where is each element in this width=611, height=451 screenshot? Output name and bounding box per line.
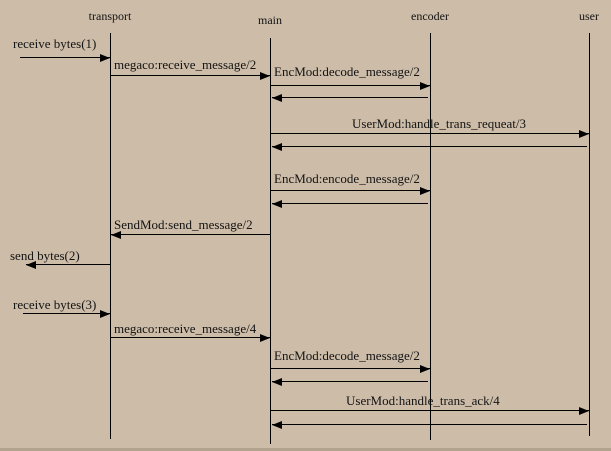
arrow-left-icon xyxy=(26,261,36,269)
lifeline-label-encoder: encoder xyxy=(411,9,449,23)
return-arrow xyxy=(272,424,587,425)
message-label: UserMod:handle_trans_requeat/3 xyxy=(352,116,527,131)
message-label: EncMod:encode_message/2 xyxy=(274,171,420,186)
message-arrow xyxy=(270,190,430,191)
lifeline-transport xyxy=(110,33,111,439)
return-arrow xyxy=(272,146,587,147)
message-label: megaco:receive_message/2 xyxy=(114,57,257,72)
arrow-right-icon xyxy=(260,334,270,342)
return-arrow xyxy=(272,97,428,98)
return-arrow xyxy=(272,203,428,204)
lifeline-label-user: user xyxy=(579,9,599,23)
arrow-right-icon xyxy=(579,407,589,415)
arrow-right-icon xyxy=(579,130,589,138)
message-label: SendMod:send_message/2 xyxy=(114,217,253,232)
arrow-right-icon xyxy=(420,365,430,373)
lifeline-label-transport: transport xyxy=(88,9,132,23)
arrow-left-icon xyxy=(272,143,282,151)
message-arrow xyxy=(110,337,270,338)
lifeline-main xyxy=(270,38,271,444)
arrow-right-icon xyxy=(100,310,110,318)
message-label: UserMod:handle_trans_ack/4 xyxy=(346,393,500,408)
message-arrow xyxy=(270,368,430,369)
arrow-right-icon xyxy=(420,187,430,195)
lifeline-label-main: main xyxy=(258,13,282,27)
arrow-left-icon xyxy=(272,200,282,208)
message-label: send bytes(2) xyxy=(10,248,80,263)
message-arrow xyxy=(20,57,110,58)
message-arrow xyxy=(23,313,110,314)
arrow-right-icon xyxy=(100,54,110,62)
arrow-left-icon xyxy=(272,94,282,102)
message-label: EncMod:decode_message/2 xyxy=(274,64,420,79)
arrow-right-icon xyxy=(420,82,430,90)
message-arrow xyxy=(110,75,270,76)
arrow-right-icon xyxy=(260,72,270,80)
message-arrow xyxy=(270,133,589,134)
message-label: receive bytes(3) xyxy=(13,297,97,312)
return-arrow xyxy=(272,381,428,382)
arrow-left-icon xyxy=(111,231,121,239)
message-arrow xyxy=(111,234,270,235)
message-label: receive bytes(1) xyxy=(13,36,97,51)
message-label: EncMod:decode_message/2 xyxy=(274,348,420,363)
message-arrow xyxy=(270,85,430,86)
arrow-left-icon xyxy=(272,378,282,386)
lifeline-user xyxy=(589,33,590,436)
arrow-left-icon xyxy=(272,421,282,429)
lifeline-encoder xyxy=(430,33,431,440)
message-label: megaco:receive_message/4 xyxy=(114,321,257,336)
message-arrow xyxy=(26,264,110,265)
bottom-edge-shadow xyxy=(0,448,611,451)
message-arrow xyxy=(270,410,589,411)
